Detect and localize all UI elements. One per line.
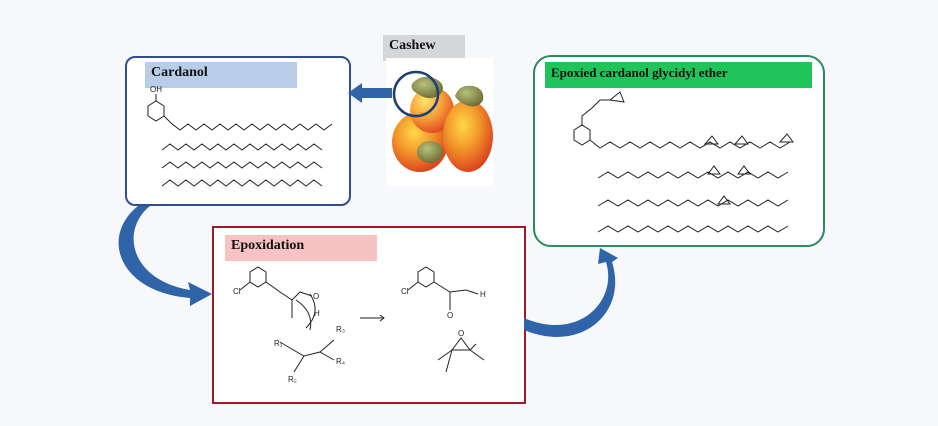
arrow-cashew-to-cardanol bbox=[348, 83, 392, 103]
atom-r3: R₃ bbox=[336, 325, 345, 334]
atom-cl-reactant: Cl bbox=[233, 287, 241, 296]
atom-o-peracid: O bbox=[313, 292, 319, 301]
atom-h-peracid: H bbox=[314, 309, 320, 318]
cardanol-chain-4 bbox=[161, 179, 323, 187]
cardanol-chain-2 bbox=[161, 143, 323, 151]
atom-oh: OH bbox=[150, 85, 162, 94]
cashew-nut-left bbox=[417, 141, 443, 163]
cashew-apple-right bbox=[443, 100, 493, 172]
atom-o-epoxide: O bbox=[458, 329, 464, 338]
cardanol-chain-1 bbox=[163, 115, 333, 131]
peracid-benzene-ring bbox=[249, 266, 267, 288]
epoxy-chain-3 bbox=[597, 199, 789, 207]
atom-o-acid: O bbox=[447, 311, 453, 320]
epoxidation-title: Epoxidation bbox=[225, 235, 377, 261]
arrow-cardanol-to-epoxidation bbox=[118, 206, 212, 306]
cardanol-chain-3 bbox=[161, 161, 323, 169]
acid-benzene-ring bbox=[417, 266, 435, 288]
epoxied-cardanol-title: Epoxied cardanol glycidyl ether bbox=[545, 62, 812, 88]
product-epoxide bbox=[451, 337, 471, 351]
atom-h-acid: H bbox=[480, 290, 486, 299]
atom-r2: R₂ bbox=[288, 375, 297, 384]
nut-highlight-circle bbox=[392, 70, 440, 118]
atom-cl-product: Cl bbox=[401, 287, 409, 296]
glycidyl-epoxide bbox=[608, 91, 625, 103]
epoxy-chain-4 bbox=[597, 225, 789, 233]
atom-r4: R₄ bbox=[336, 357, 345, 366]
epoxy-chain-2 bbox=[597, 171, 789, 179]
cashew-nut-right bbox=[455, 85, 484, 107]
cardanol-benzene-ring bbox=[147, 100, 165, 122]
epoxy-benzene-ring bbox=[573, 124, 591, 146]
cashew-title: Cashew bbox=[383, 35, 465, 61]
atom-r1: R₁ bbox=[274, 339, 283, 348]
arrow-epoxidation-to-epoxy bbox=[524, 248, 618, 337]
epoxy-chain-1 bbox=[589, 139, 791, 149]
cardanol-title: Cardanol bbox=[145, 62, 297, 88]
